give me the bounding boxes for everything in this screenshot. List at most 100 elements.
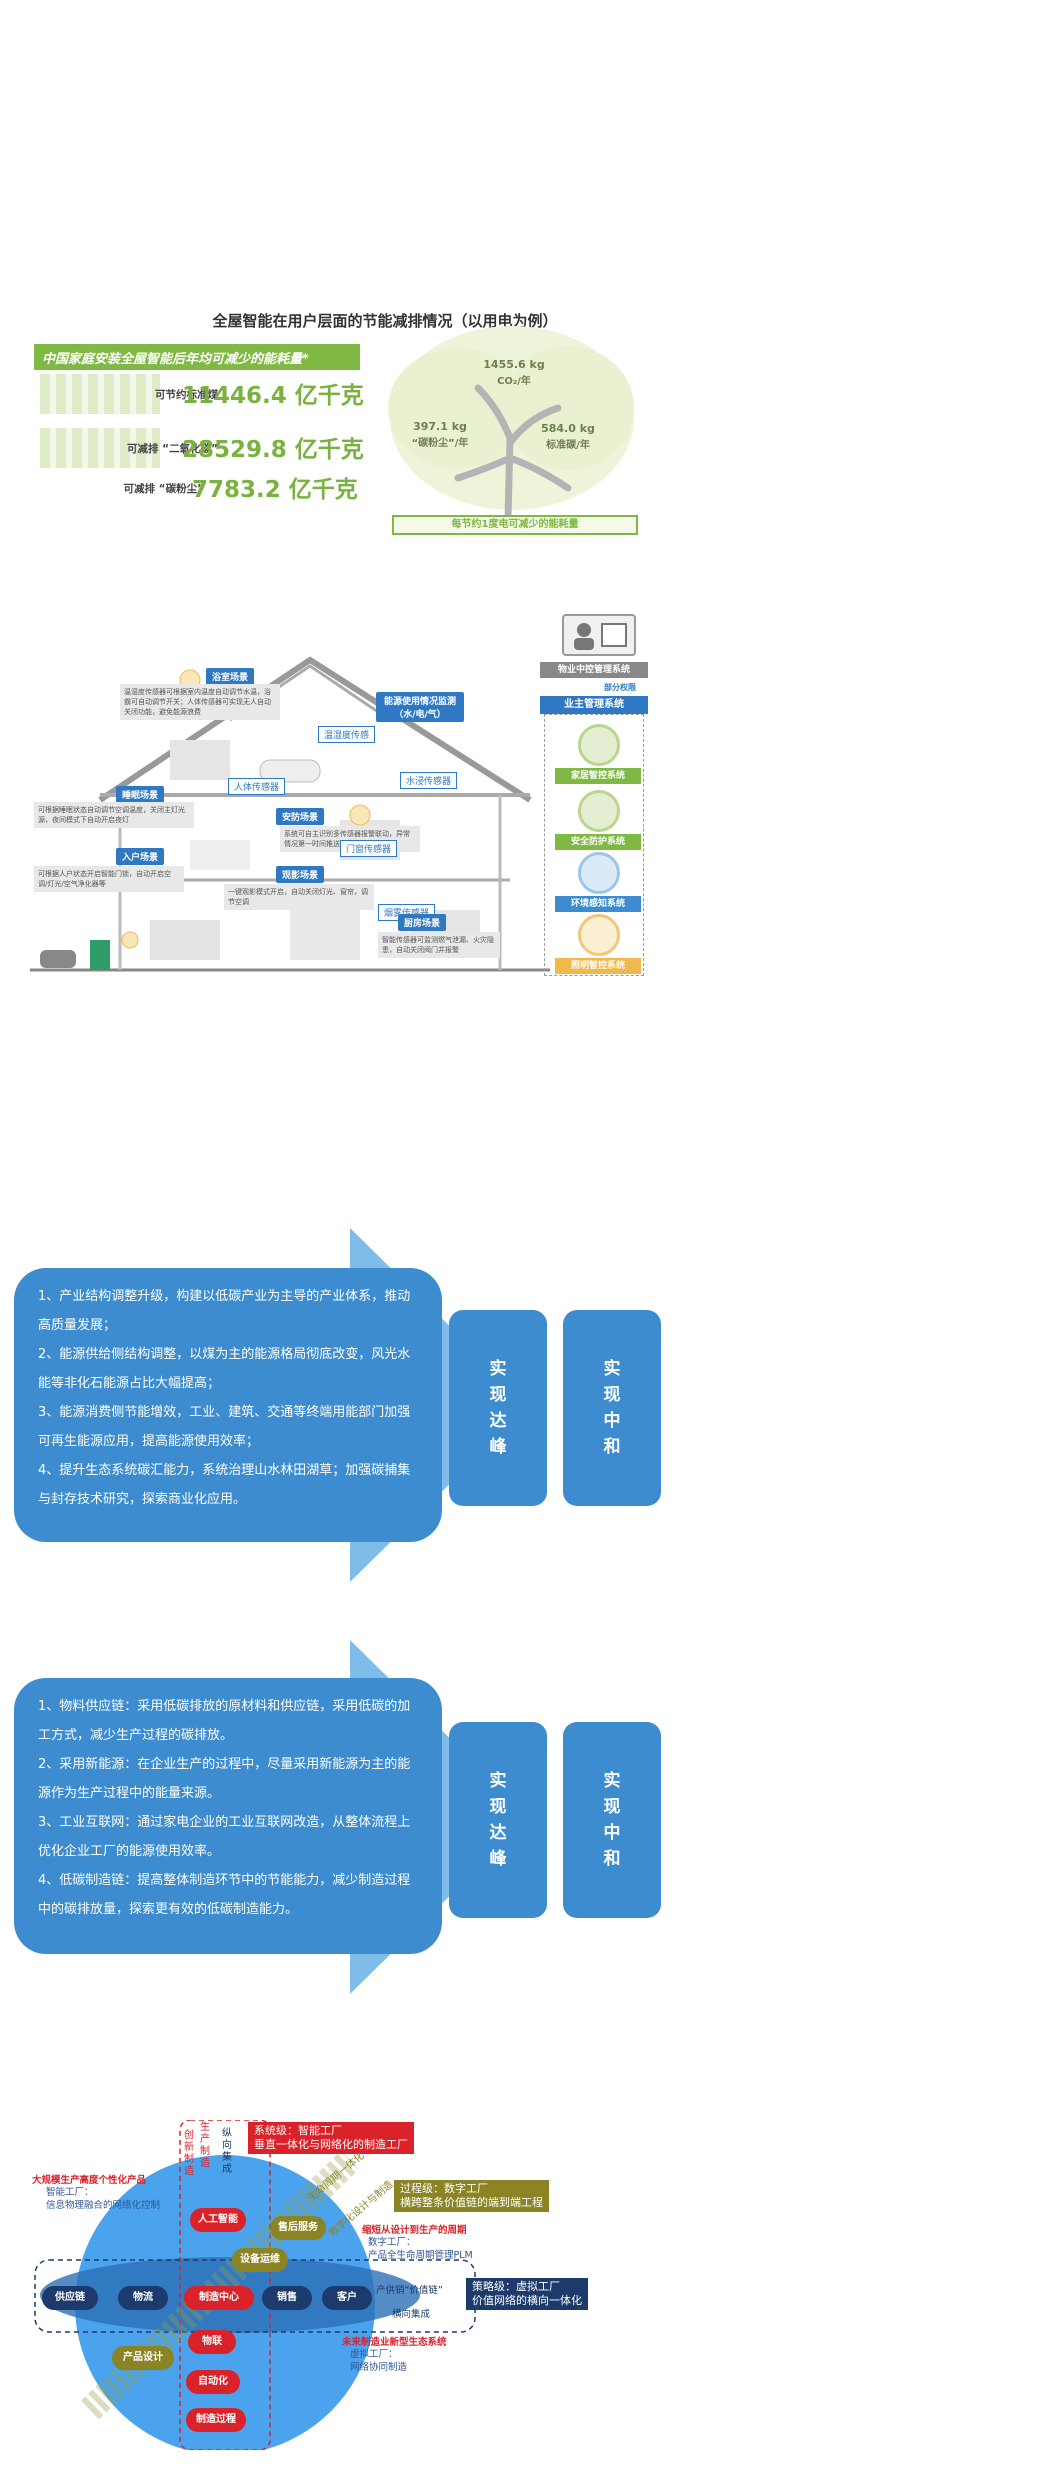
note-kitchen: 智能传感器可监测燃气泄漏、火灾隐患，自动关闭阀门并报警 [378, 932, 500, 958]
peak-item-2: 2、能源供给侧结构调整，以煤为主的能源格局彻底改变，风光水能等非化石能源占比大幅… [38, 1347, 411, 1391]
strategy-level-box: 策略级：虚拟工厂 价值网络的横向一体化 [466, 2278, 588, 2310]
tag-sleep-scene: 睡眠场景 [116, 786, 165, 803]
neutral-box: 实现中和 [563, 1310, 661, 1506]
tree-caption: 每节约1度电可减少的能耗量 [392, 515, 638, 535]
note-bath: 温湿度传感器可根据室内温度自动调节水温，浴霸可自动调节开关；人体传感器可实现无人… [120, 684, 280, 720]
tag-viewing-scene: 观影场景 [276, 866, 325, 883]
property-monitor-icon [562, 614, 636, 656]
ptag-temp: 温湿度传感 [318, 726, 376, 743]
system-level-box: 系统级：智能工厂 垂直一体化与网络化的制造工厂 [248, 2122, 414, 2154]
tag-security-scene: 安防场景 [276, 808, 325, 825]
environment-icon [578, 852, 620, 894]
property-system-title: 物业中控管理系统 [540, 662, 648, 678]
tag-entry-scene: 入户场景 [116, 848, 165, 865]
neutral-box-2: 实现中和 [563, 1722, 661, 1918]
mfg-item-4: 4、低碳制造链：提高整体制造环节中的节能能力，减少制造过程中的碳排放量，探索更有… [38, 1873, 411, 1917]
strategy-level-desc: 价值网络的横向一体化 [472, 2294, 582, 2307]
peak-item-3: 3、能源消费侧节能增效，工业、建筑、交通等终端用能部门加强可再生能源应用，提高能… [38, 1405, 411, 1449]
peak-box-label: 实现达峰 [489, 1359, 507, 1457]
note-personalized: 大规模生产高度个性化产品 [32, 2175, 147, 2186]
virtual-factory-label: 虚拟工厂： [350, 2349, 398, 2360]
tag-bath-scene: 浴室场景 [206, 668, 255, 685]
partial-permission-label: 部分权限 [604, 683, 636, 692]
mfg-item-1: 1、物料供应链：采用低碳排放的原材料和供应链，采用低碳的加工方式，减少生产过程的… [38, 1699, 411, 1743]
neutral-box-2-label: 实现中和 [603, 1771, 621, 1869]
digital-factory-desc: 产品全生命周期管理PLM [368, 2250, 473, 2261]
tree-coal-unit: 标准碳/年 [546, 440, 590, 451]
tree-co2-value: 1455.6 kg [483, 358, 545, 371]
value-chain-label: 产供销“价值链” [376, 2285, 443, 2296]
stat-value: 7783.2 亿千克 [192, 477, 358, 503]
tree-dust-value: 397.1 kg [413, 420, 467, 433]
energy-saving-title: 全屋智能在用户层面的节能减排情况（以用电为例） [212, 312, 558, 330]
node-logistics: 物流 [118, 2286, 168, 2310]
stat-value: 11446.4 亿千克 [182, 383, 364, 409]
peak-item-1: 1、产业结构调整升级，构建以低碳产业为主导的产业体系，推动高质量发展； [38, 1289, 411, 1333]
ptag-body: 人体传感器 [228, 778, 286, 795]
mfg-item-2: 2、采用新能源：在企业生产的过程中，尽量采用新能源为主的能源作为生产过程中的能量… [38, 1757, 411, 1801]
digital-factory-label: 数字工厂： [368, 2237, 416, 2248]
neutral-box-label: 实现中和 [603, 1359, 621, 1457]
stat-label: 可减排 “二氧化碳” [127, 443, 218, 455]
node-process: 制造过程 [186, 2408, 246, 2432]
system-level-desc: 垂直一体化与网络化的制造工厂 [254, 2138, 408, 2151]
system-level-title: 系统级：智能工厂 [254, 2124, 342, 2137]
stat-label: 可减排 “碳粉尘” [123, 483, 204, 495]
owner-system-frame [544, 714, 644, 976]
tag-energy-title: 能源使用情况监测 [383, 697, 456, 707]
home-control-icon [578, 724, 620, 766]
node-after-sales: 售后服务 [270, 2216, 326, 2240]
node-customer: 客户 [322, 2286, 372, 2310]
node-product-design: 产品设计 [112, 2346, 174, 2370]
note-cycle: 缩短从设计到生产的周期 [362, 2225, 467, 2236]
system-safety: 安全防护系统 [555, 834, 641, 850]
note-smart-factory: 智能工厂： 信息物理融合的网络化控制 [46, 2186, 160, 2212]
stripe-decor [40, 374, 160, 414]
tag-kitchen-scene: 厨房场景 [398, 914, 447, 931]
node-sales: 销售 [262, 2286, 312, 2310]
stat-coal: 可节约标准煤 11446.4 亿千克 [40, 374, 364, 414]
node-supply-chain: 供应链 [42, 2286, 98, 2310]
system-home-control: 家居智控系统 [555, 768, 641, 784]
node-iot: 物联 [188, 2330, 236, 2354]
process-level-box: 过程级：数字工厂 横跨整条价值链的端到端工程 [394, 2180, 549, 2212]
lighting-icon [578, 914, 620, 956]
note-viewing: 一键观影模式开启，自动关闭灯光、窗帘，调节空调 [224, 884, 374, 910]
annual-reduction-banner: 中国家庭安装全屋智能后年均可减少的能耗量* [34, 344, 360, 370]
note-ecosystem: 未来制造业新型生态系统 [342, 2337, 447, 2348]
note-virtual-factory: 虚拟工厂： 网络协同制造 [350, 2348, 407, 2374]
vertical-innovate: 创新制造 [184, 2130, 194, 2177]
peak-box-2-label: 实现达峰 [489, 1771, 507, 1869]
safety-icon [578, 790, 620, 832]
virtual-factory-desc: 网络协同制造 [350, 2362, 408, 2373]
strategy-level-title: 策略级：虚拟工厂 [472, 2280, 560, 2293]
tree-co2-unit: CO₂/年 [497, 376, 531, 387]
ptag-door: 门窗传感器 [340, 840, 398, 857]
stat-label: 可节约标准煤 [155, 389, 218, 401]
stat-co2: 可减排 “二氧化碳” 28529.8 亿千克 [40, 428, 364, 468]
note-sleep: 可根据睡眠状态自动调节空调温度，关闭主灯光源，夜间模式下自动开启夜灯 [34, 802, 194, 828]
manufacturing-measures-panel: 1、物料供应链：采用低碳排放的原材料和供应链，采用低碳的加工方式，减少生产过程的… [14, 1678, 442, 1954]
vertical-integration: 纵向集成 [222, 2128, 232, 2175]
node-equipment: 设备运维 [232, 2248, 288, 2272]
system-environment: 环境感知系统 [555, 896, 641, 912]
process-level-desc: 横跨整条价值链的端到端工程 [400, 2196, 543, 2209]
tag-energy-sub: （水/电/气） [394, 710, 446, 720]
ptag-water: 水浸传感器 [400, 772, 458, 789]
horizontal-integration-label: 横向集成 [392, 2309, 431, 2320]
tag-energy-monitor: 能源使用情况监测 （水/电/气） [376, 692, 464, 722]
node-automation: 自动化 [186, 2370, 240, 2394]
mfg-item-3: 3、工业互联网：通过家电企业的工业互联网改造，从整体流程上优化企业工厂的能源使用… [38, 1815, 411, 1859]
stat-dust: 可减排 “碳粉尘” 7783.2 亿千克 [40, 468, 360, 508]
node-manufacturing-center: 制造中心 [184, 2286, 254, 2310]
tree-illustration [388, 326, 634, 518]
owner-system-title: 业主管理系统 [540, 696, 648, 714]
tree-coal-value: 584.0 kg [541, 422, 595, 435]
peak-box: 实现达峰 [449, 1310, 547, 1506]
vertical-production: 生产制造 [200, 2122, 210, 2169]
node-ai: 人工智能 [190, 2208, 246, 2232]
smart-factory-desc: 信息物理融合的网络化控制 [46, 2200, 161, 2211]
system-lighting: 照明智控系统 [555, 958, 641, 974]
smart-factory-label: 智能工厂： [46, 2187, 94, 2198]
peak-item-4: 4、提升生态系统碳汇能力，系统治理山水林田湖草；加强碳捕集与封存技术研究，探索商… [38, 1463, 411, 1507]
